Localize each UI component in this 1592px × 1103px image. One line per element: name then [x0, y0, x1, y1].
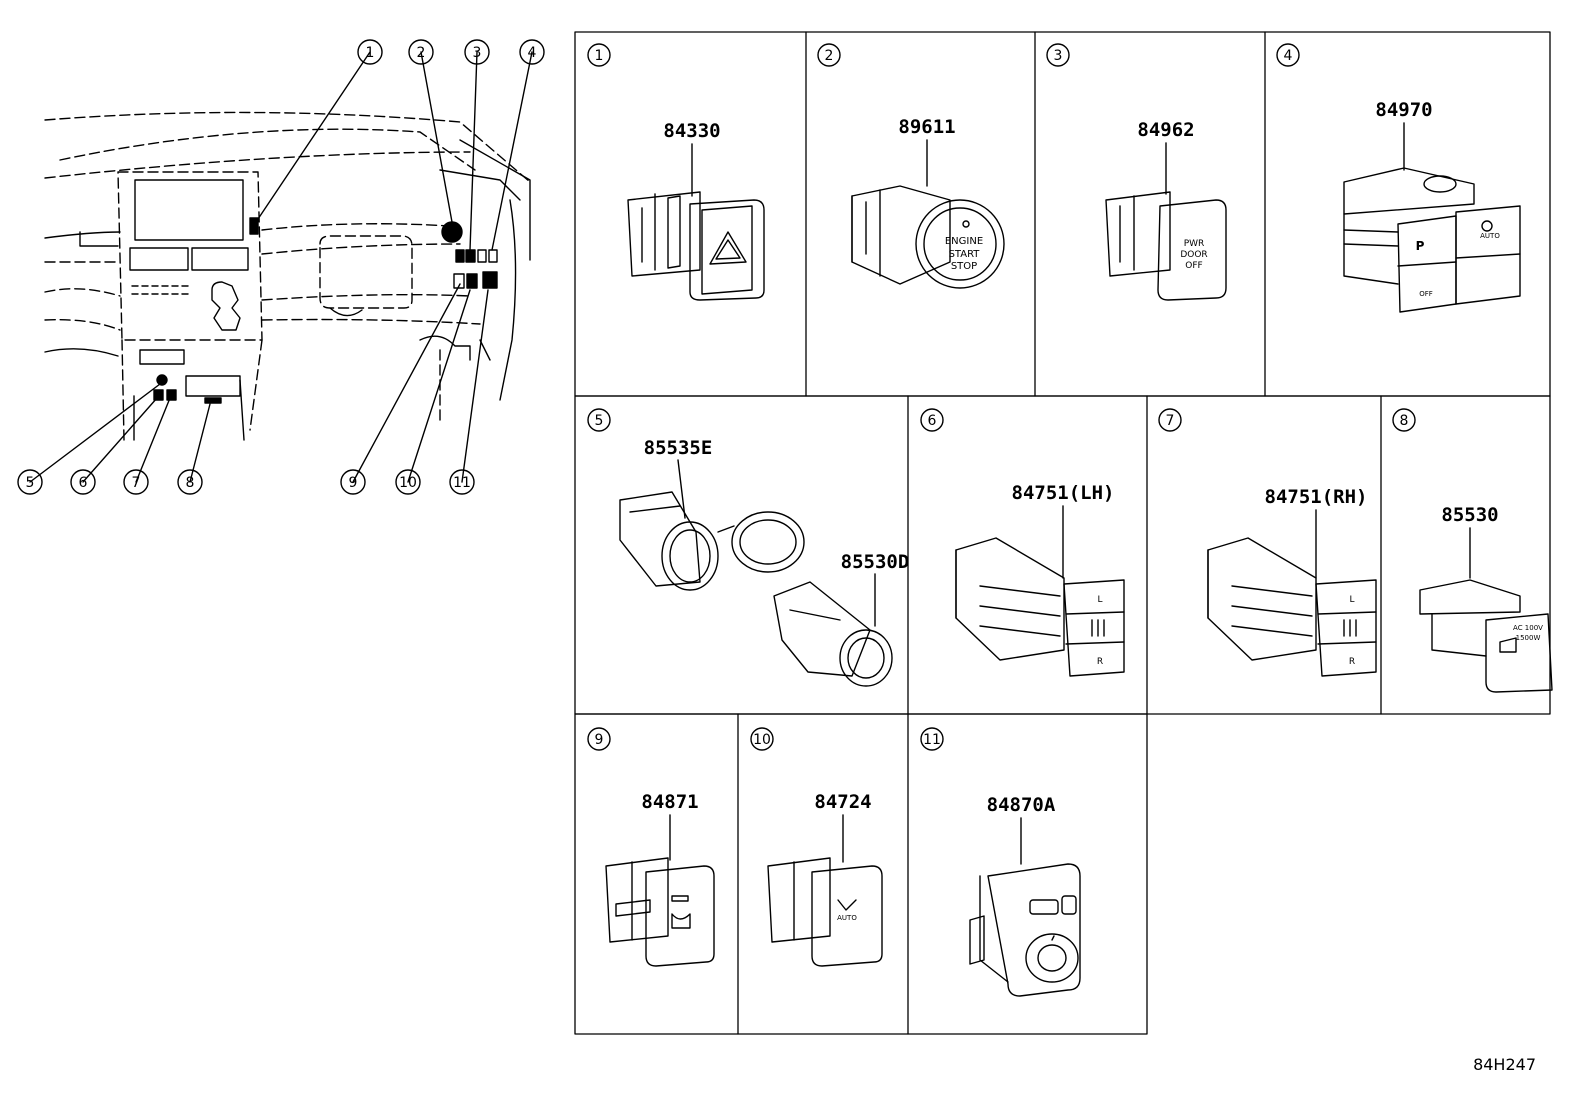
panel-1-index: 1 — [595, 48, 604, 64]
switch-assembly-text-auto: AUTO — [1480, 232, 1500, 240]
hazard-triangle-icon — [709, 231, 747, 265]
power-door-switch-drawing: PWR DOOR OFF — [1105, 142, 1227, 301]
part-number-84970: 84970 — [1375, 99, 1432, 121]
part-number-89611: 89611 — [898, 116, 955, 138]
power-door-text-pwr: PWR — [1184, 239, 1205, 249]
callout-5: 5 — [26, 475, 35, 491]
panel-11-index: 11 — [923, 732, 941, 748]
power-socket-drawing — [619, 459, 893, 687]
seat-heater-rh-text-l: L — [1349, 595, 1354, 605]
callout-6: 6 — [79, 475, 88, 491]
start-stop-text-engine: ENGINE — [945, 236, 983, 247]
start-stop-button-drawing: ENGINE START STOP — [851, 139, 1005, 289]
hazard-switch-drawing — [627, 143, 765, 301]
panel-9-index: 9 — [595, 732, 604, 748]
part-number-84751-rh: 84751(RH) — [1265, 486, 1368, 508]
callout-3: 3 — [473, 45, 482, 61]
part-number-84330: 84330 — [663, 120, 720, 142]
callout-circles — [17, 39, 545, 495]
part-number-84962: 84962 — [1137, 119, 1194, 141]
panel-6-index: 6 — [928, 413, 937, 429]
seat-heater-rh-text-r: R — [1349, 657, 1355, 667]
callout-1: 1 — [366, 45, 375, 61]
mirror-control-switch-drawing — [969, 817, 1081, 997]
callout-2: 2 — [417, 45, 426, 61]
panel-8-index: 8 — [1400, 413, 1409, 429]
panel-index-circles — [587, 43, 1416, 751]
panel-5-index: 5 — [595, 413, 604, 429]
callout-11: 11 — [453, 475, 471, 491]
ac-outlet-switch-drawing: AC 100V 1500W — [1419, 527, 1553, 693]
power-door-text-off: OFF — [1185, 261, 1202, 271]
start-stop-text-stop: STOP — [951, 261, 977, 272]
power-door-text-door: DOOR — [1180, 250, 1207, 260]
part-number-84871: 84871 — [641, 791, 698, 813]
switch-assembly-text-p: P — [1416, 239, 1425, 253]
callout-7: 7 — [132, 475, 141, 491]
part-number-85530: 85530 — [1441, 504, 1498, 526]
callout-4: 4 — [528, 45, 537, 61]
start-stop-text-start: START — [949, 249, 981, 260]
auto-switch-drawing: AUTO — [767, 814, 883, 967]
auto-switch-text: AUTO — [837, 914, 857, 922]
panel-4-index: 4 — [1284, 48, 1293, 64]
switch-assembly-drawing: P OFF AUTO — [1343, 122, 1521, 313]
part-number-85530D: 85530D — [841, 551, 910, 573]
dashboard-overview: 1 2 3 4 5 6 7 8 9 10 11 — [17, 39, 545, 495]
diagram-code: 84H247 — [1473, 1055, 1536, 1074]
seat-heater-lh-text-l: L — [1097, 595, 1102, 605]
seat-heater-lh-text-r: R — [1097, 657, 1103, 667]
panel-7-index: 7 — [1166, 413, 1175, 429]
panel-10-index: 10 — [753, 732, 771, 748]
seat-heater-switch-lh-drawing: L R — [955, 505, 1125, 677]
part-number-84870A: 84870A — [987, 794, 1056, 816]
callout-10: 10 — [399, 475, 417, 491]
part-number-85535E: 85535E — [644, 437, 713, 459]
switch-assembly-text-off: OFF — [1419, 290, 1433, 298]
panel-3-index: 3 — [1054, 48, 1063, 64]
parts-grid — [574, 31, 1551, 1035]
callout-8: 8 — [186, 475, 195, 491]
ac-outlet-text-100v: AC 100V — [1513, 624, 1543, 632]
seat-heater-switch-rh-drawing: L R — [1207, 509, 1377, 677]
ac-outlet-text-1500w: 1500W — [1516, 634, 1541, 642]
part-number-84724: 84724 — [814, 791, 871, 813]
defogger-switch-drawing — [605, 814, 715, 967]
panel-2-index: 2 — [825, 48, 834, 64]
callout-9: 9 — [349, 475, 358, 491]
defogger-icon — [671, 913, 691, 929]
part-number-84751-lh: 84751(LH) — [1012, 482, 1115, 504]
